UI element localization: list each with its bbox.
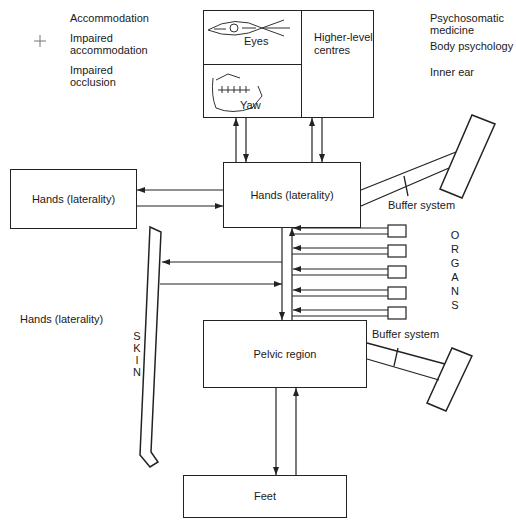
process-box: Yaw: [203, 64, 302, 118]
skin-arrow: [162, 261, 282, 262]
node-text: Hands (laterality): [250, 189, 333, 202]
organ-links: [292, 228, 388, 316]
arrow-connector: [137, 205, 223, 206]
jaw-illustration: [212, 74, 262, 112]
node-text: Feet: [254, 490, 276, 503]
vertical-label: SKIN: [132, 330, 142, 378]
note-label: Buffer system: [388, 199, 455, 211]
buffer-band: [367, 343, 445, 380]
arrow-connector: [321, 118, 322, 162]
note-label: Inner ear: [430, 66, 474, 78]
eye-illustration: [208, 20, 290, 36]
buffer-band: [361, 152, 456, 206]
note-label: Buffer system: [372, 328, 439, 340]
arrow-connector: [311, 118, 312, 162]
arrow-connector: [137, 189, 223, 190]
node-text: Hands (laterality): [32, 193, 115, 206]
organ-box: [388, 225, 406, 319]
process-box: Pelvic region: [203, 320, 367, 388]
arrow-connector: [291, 228, 292, 320]
note-label: Accommodation: [70, 12, 149, 24]
arrow-connector: [245, 118, 246, 162]
buffer-bar: [440, 115, 495, 198]
arrow-connector: [235, 118, 236, 162]
note-label: Impaired occlusion: [70, 64, 155, 88]
buffer-bar: [427, 348, 472, 411]
process-box: Higher-level centres: [301, 10, 374, 118]
node-text: Pelvic region: [254, 348, 317, 361]
process-box: Hands (laterality): [10, 169, 137, 229]
skin-band: [140, 227, 161, 467]
process-box: Eyes: [203, 10, 302, 65]
note-label: Hands (laterality): [20, 313, 103, 325]
note-label: Body psychology: [430, 40, 513, 52]
note-label: Impaired accommodation: [70, 32, 155, 56]
node-text: Yaw: [240, 99, 261, 112]
process-box: Feet: [183, 475, 347, 518]
skin-arrow: [160, 283, 282, 284]
node-text: Higher-level centres: [314, 31, 374, 57]
vertical-label: ORGANS: [450, 228, 460, 312]
node-text: Eyes: [244, 35, 268, 48]
arrow-connector: [275, 388, 276, 475]
process-box: Hands (laterality): [223, 162, 361, 228]
note-label: Psychosomatic medicine: [430, 12, 514, 36]
arrow-connector: [295, 388, 296, 475]
arrow-connector: [281, 228, 282, 320]
crosshair-mark: [34, 35, 46, 47]
